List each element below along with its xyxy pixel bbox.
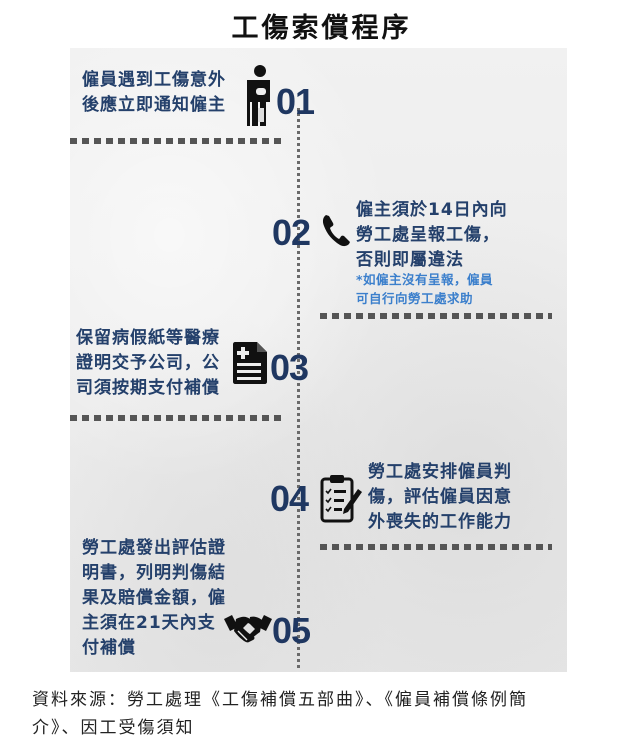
page-title: 工傷索償程序 — [231, 13, 412, 44]
divider-step-2 — [320, 313, 552, 319]
step-5-line-2: 明書，列明判傷結 — [82, 563, 226, 583]
step-4-number: 04 — [270, 478, 309, 519]
step-4-text: 勞工處安排僱員判 傷，評估僱員因意 外喪失的工作能力 — [368, 460, 512, 535]
step-2-note: *如僱主沒有呈報，僱員 可自行向勞工處求助 — [356, 270, 493, 308]
clipboard-checklist-icon — [320, 473, 364, 523]
step-2-number: 02 — [272, 212, 311, 253]
step-5-number: 05 — [272, 610, 311, 651]
step-1-line-1: 僱員遇到工傷意外 — [82, 70, 226, 90]
medical-document-icon — [232, 341, 268, 385]
step-4-line-3: 外喪失的工作能力 — [368, 512, 512, 532]
step-3-line-3: 司須按期支付補償 — [76, 378, 220, 398]
phone-icon — [322, 213, 352, 247]
step-4-line-2: 傷，評估僱員因意 — [368, 487, 512, 507]
step-1-text: 僱員遇到工傷意外 後應立即通知僱主 — [82, 68, 226, 118]
step-2-text: 僱主須於14日內向 勞工處呈報工傷， 否則即屬違法 — [356, 198, 508, 273]
source-citation: 資料來源：勞工處理《工傷補償五部曲》、《僱員補償條例簡 介》、因工受傷須知 — [32, 686, 632, 742]
divider-step-1 — [70, 138, 284, 144]
step-5-text: 勞工處發出評估證 明書，列明判傷結 果及賠償金額，僱 主須在21天內支 付補償 — [82, 536, 226, 661]
step-5-line-4: 主須在21天內支 — [82, 613, 216, 633]
step-4-line-1: 勞工處安排僱員判 — [368, 462, 512, 482]
source-line-1: 資料來源：勞工處理《工傷補償五部曲》、《僱員補償條例簡 — [32, 690, 528, 710]
step-2-note-line-1: *如僱主沒有呈報，僱員 — [356, 272, 494, 287]
step-1-line-2: 後應立即通知僱主 — [82, 95, 226, 115]
step-5-line-5: 付補償 — [82, 638, 136, 658]
step-3-line-1: 保留病假紙等醫療 — [76, 328, 220, 348]
step-3-number: 03 — [270, 347, 309, 388]
injured-worker-crutch-icon — [246, 64, 274, 128]
step-2-line-1: 僱主須於14日內向 — [356, 200, 508, 220]
step-1-number: 01 — [276, 81, 315, 122]
step-2-note-line-2: 可自行向勞工處求助 — [356, 291, 474, 306]
step-5-line-3: 果及賠償金額，僱 — [82, 588, 226, 608]
step-3-text: 保留病假紙等醫療 證明交予公司，公 司須按期支付補償 — [76, 326, 220, 401]
step-2-line-2: 勞工處呈報工傷， — [356, 225, 500, 245]
step-3-line-2: 證明交予公司，公 — [76, 353, 220, 373]
step-5-line-1: 勞工處發出評估證 — [82, 538, 226, 558]
infographic-panel: 僱員遇到工傷意外 後應立即通知僱主 01 02 僱主須於14日內向 勞工處呈報工… — [70, 48, 567, 672]
handshake-icon — [224, 613, 272, 645]
timeline-vertical-divider — [297, 108, 300, 668]
divider-step-3 — [70, 415, 284, 421]
source-line-2: 介》、因工受傷須知 — [32, 718, 195, 738]
divider-step-4 — [320, 544, 552, 550]
step-2-line-3: 否則即屬違法 — [356, 250, 464, 270]
